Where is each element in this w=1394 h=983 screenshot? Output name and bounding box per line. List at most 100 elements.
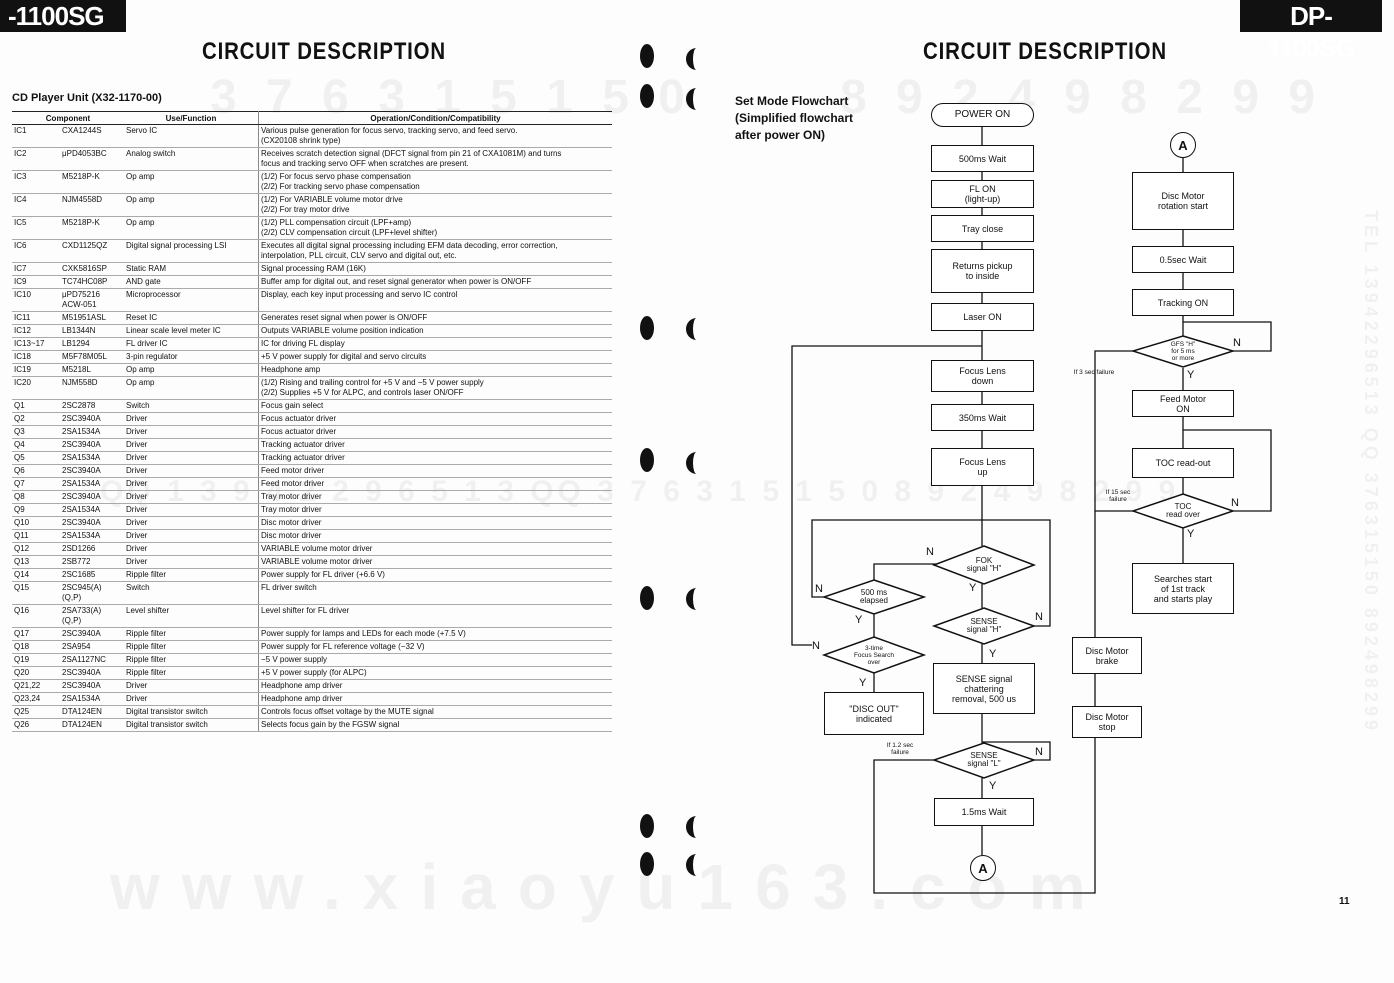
yes-label: Y [859, 677, 867, 689]
part-number-cell: NJM558D [60, 376, 124, 400]
part-number-cell: DTA124EN [60, 718, 124, 732]
operation-cell: VARIABLE volume motor driver [258, 555, 612, 569]
column-header: Use/Function [124, 111, 259, 125]
function-cell: Driver [124, 425, 259, 439]
part-number-cell: 2SC3940A [60, 679, 124, 693]
disc-motor-brake-node: Disc Motor brake [1072, 637, 1142, 674]
function-cell: Driver [124, 503, 259, 517]
elapsed-500ms-decision: 500 ms elapsed [859, 588, 889, 605]
no-label: N [1035, 746, 1043, 758]
wait-350ms-node: 350ms Wait [931, 404, 1034, 431]
operation-cell: (1/2) Rising and trailing control for +5… [258, 376, 612, 400]
operation-cell: (1/2) For VARIABLE volume motor drive (2… [258, 193, 612, 217]
function-cell: Op amp [124, 376, 259, 400]
function-cell: Servo IC [124, 124, 259, 148]
ref-cell: IC4 [12, 193, 60, 217]
laser-on-node: Laser ON [931, 303, 1034, 331]
function-cell: Linear scale level meter IC [124, 324, 259, 338]
ref-cell: Q17 [12, 627, 60, 641]
operation-cell: Outputs VARIABLE volume position indicat… [258, 324, 612, 338]
ref-cell: Q14 [12, 568, 60, 582]
function-cell: Op amp [124, 216, 259, 240]
fok-decision: FOK signal "H" [966, 556, 1002, 573]
part-number-cell: TC74HC08P [60, 275, 124, 289]
part-number-cell: 2SC3940A [60, 516, 124, 530]
ref-cell: Q26 [12, 718, 60, 732]
three-time-decision: 3-time Focus Search over [853, 644, 895, 666]
ref-cell: IC9 [12, 275, 60, 289]
function-cell: Driver [124, 412, 259, 426]
operation-cell: Feed motor driver [258, 464, 612, 478]
function-cell: Switch [124, 399, 259, 413]
part-number-cell: 2SC3940A [60, 490, 124, 504]
operation-cell: Feed motor driver [258, 477, 612, 491]
binder-hole [686, 88, 707, 110]
focus-up-node: Focus Lens up [931, 448, 1034, 486]
operation-cell: IC for driving FL display [258, 337, 612, 351]
ref-cell: Q11 [12, 529, 60, 543]
function-cell: Driver [124, 542, 259, 556]
ref-cell: IC5 [12, 216, 60, 240]
gfs-decision: GFS "H" for 5 ms or more [1170, 340, 1196, 362]
part-number-cell: 2SA1534A [60, 503, 124, 517]
binder-hole [640, 316, 654, 340]
ref-cell: Q9 [12, 503, 60, 517]
part-number-cell: 2SA954 [60, 640, 124, 654]
part-number-cell: 2SC3940A [60, 438, 124, 452]
ref-cell: IC19 [12, 363, 60, 377]
part-number-cell: 2SA1534A [60, 451, 124, 465]
page-number: 11 [1339, 896, 1350, 907]
ref-cell: Q3 [12, 425, 60, 439]
function-cell: Op amp [124, 363, 259, 377]
part-number-cell: 2SA1127NC [60, 653, 124, 667]
note-15sec: If 15 sec failure [1105, 489, 1131, 503]
function-cell: Analog switch [124, 147, 259, 171]
connector-a-top: A [1170, 132, 1196, 158]
binder-hole [686, 452, 707, 474]
operation-cell: Level shifter for FL driver [258, 604, 612, 628]
left-model-tag: -1100SG [0, 0, 126, 32]
operation-cell: Signal processing RAM (16K) [258, 262, 612, 276]
function-cell: Reset IC [124, 311, 259, 325]
ref-cell: IC7 [12, 262, 60, 276]
ref-cell: IC11 [12, 311, 60, 325]
ref-cell: Q15 [12, 581, 60, 605]
toc-over-decision: TOC read over [1166, 502, 1200, 519]
part-number-cell: M5F78M05L [60, 350, 124, 364]
function-cell: Digital transistor switch [124, 718, 259, 732]
operation-cell: Tracking actuator driver [258, 451, 612, 465]
ref-cell: IC18 [12, 350, 60, 364]
function-cell: Microprocessor [124, 288, 259, 312]
ref-cell: Q18 [12, 640, 60, 654]
wait-1-5ms-node: 1.5ms Wait [934, 798, 1034, 826]
yes-label: Y [989, 780, 997, 792]
fl-on-node: FL ON (light-up) [931, 180, 1034, 208]
function-cell: Driver [124, 451, 259, 465]
operation-cell: Power supply for lamps and LEDs for each… [258, 627, 612, 641]
operation-cell: Headphone amp [258, 363, 612, 377]
ref-cell: Q7 [12, 477, 60, 491]
note-1-2sec: If 1.2 sec failure [886, 742, 914, 756]
tray-close-node: Tray close [931, 215, 1034, 242]
operation-cell: Executes all digital signal processing i… [258, 239, 612, 263]
disc-motor-stop-node: Disc Motor stop [1072, 706, 1142, 738]
function-cell: Switch [124, 581, 259, 605]
function-cell: Digital signal processing LSI [124, 239, 259, 263]
function-cell: Driver [124, 555, 259, 569]
